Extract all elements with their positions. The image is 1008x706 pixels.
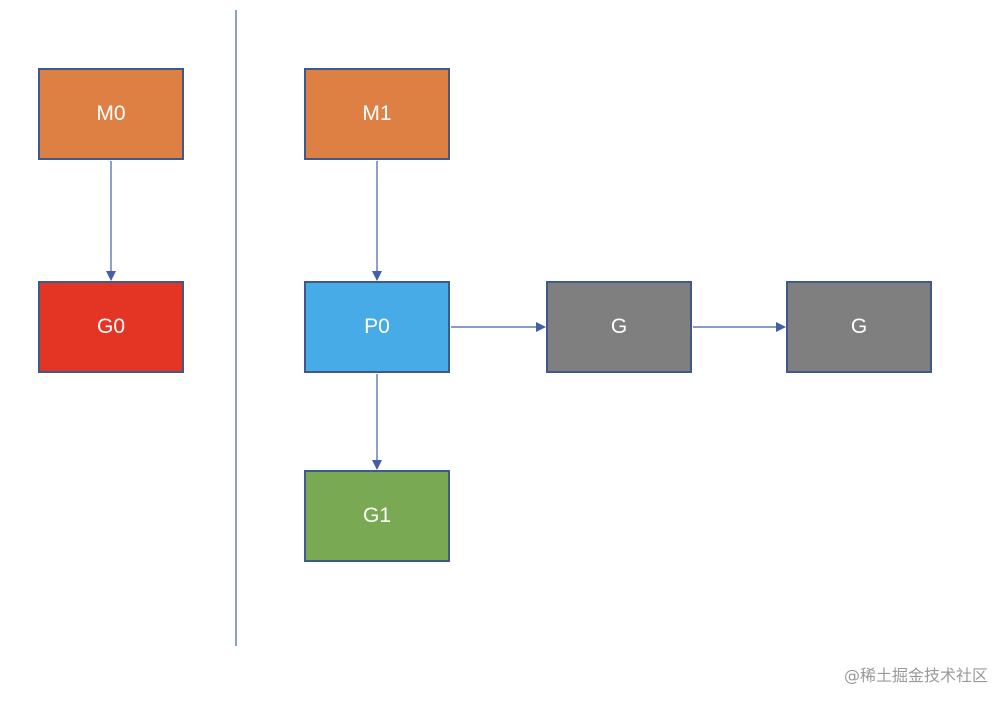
node-m1: M1 xyxy=(304,68,450,160)
node-g0: G0 xyxy=(38,281,184,373)
watermark: @稀土掘金技术社区 xyxy=(843,666,988,685)
node-p0: P0 xyxy=(304,281,450,373)
node-g-queue-2: G xyxy=(786,281,932,373)
node-m0: M0 xyxy=(38,68,184,160)
node-g1: G1 xyxy=(304,470,450,562)
node-g-queue-1: G xyxy=(546,281,692,373)
